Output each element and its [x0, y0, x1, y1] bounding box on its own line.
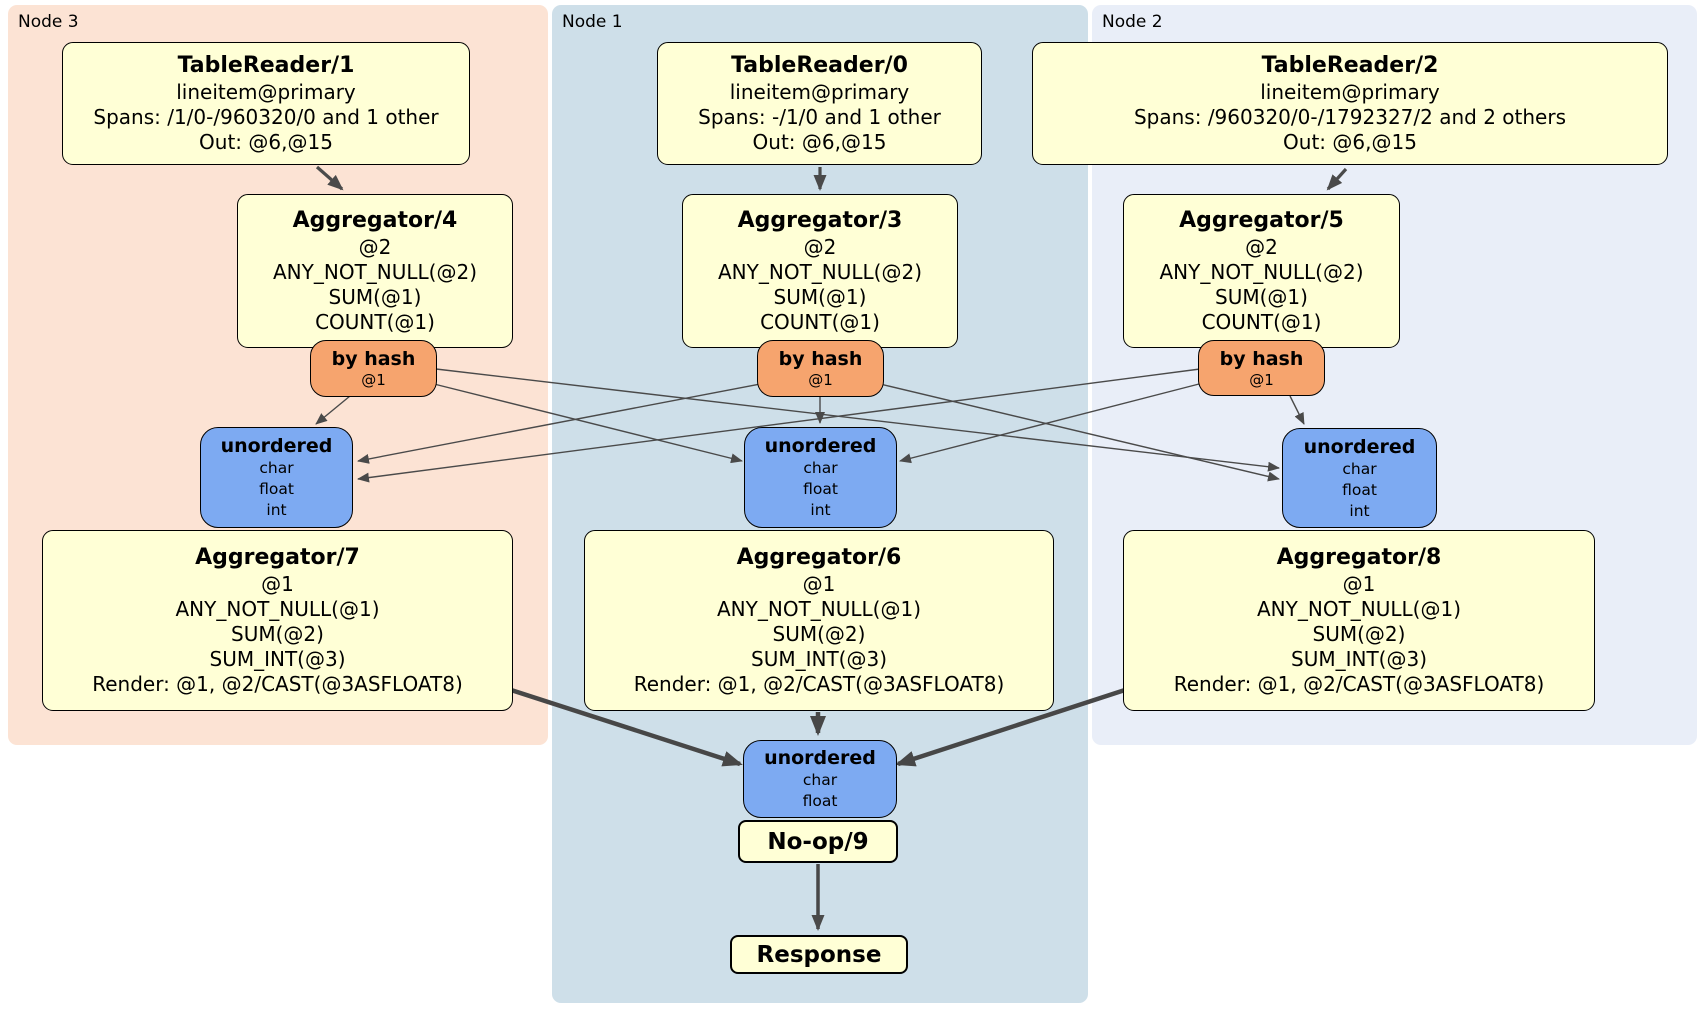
sync-column: char	[259, 459, 294, 477]
processor-noop-9: No-op/9	[738, 820, 898, 863]
processor-title: Aggregator/6	[736, 545, 902, 570]
sync-column: float	[802, 792, 838, 810]
processor-detail: SUM(@2)	[772, 622, 866, 646]
sync-unordered-final: unordered char float	[743, 740, 897, 818]
sync-title: unordered	[220, 435, 333, 457]
processor-aggregator-8: Aggregator/8 @1 ANY_NOT_NULL(@1) SUM(@2)…	[1123, 530, 1595, 711]
processor-detail: ANY_NOT_NULL(@1)	[717, 597, 921, 621]
processor-detail: Spans: /1/0-/960320/0 and 1 other	[93, 105, 439, 129]
processor-title: TableReader/0	[731, 53, 908, 78]
processor-aggregator-3: Aggregator/3 @2 ANY_NOT_NULL(@2) SUM(@1)…	[682, 194, 958, 348]
sync-column: char	[803, 459, 838, 477]
processor-detail: @1	[1342, 572, 1376, 596]
processor-detail: SUM(@1)	[773, 285, 867, 309]
processor-aggregator-6: Aggregator/6 @1 ANY_NOT_NULL(@1) SUM(@2)…	[584, 530, 1054, 711]
processor-detail: @2	[803, 235, 837, 259]
sync-column: float	[259, 480, 294, 498]
processor-tablereader-0: TableReader/0 lineitem@primary Spans: -/…	[657, 42, 982, 165]
processor-title: Aggregator/5	[1179, 208, 1344, 233]
router-by-hash-node3: by hash @1	[310, 340, 437, 397]
processor-detail: Render: @1, @2/CAST(@3ASFLOAT8)	[1173, 672, 1545, 696]
sync-unordered-node3: unordered char float int	[200, 427, 353, 528]
processor-aggregator-4: Aggregator/4 @2 ANY_NOT_NULL(@2) SUM(@1)…	[237, 194, 513, 348]
sync-title: unordered	[764, 435, 877, 457]
processor-detail: ANY_NOT_NULL(@1)	[175, 597, 380, 621]
router-by-hash-node2: by hash @1	[1198, 340, 1325, 396]
sync-unordered-node2: unordered char float int	[1282, 428, 1437, 528]
sync-unordered-node1: unordered char float int	[744, 427, 897, 528]
processor-detail: Spans: -/1/0 and 1 other	[698, 105, 941, 129]
router-title: by hash	[331, 348, 416, 370]
processor-detail: SUM(@2)	[1312, 622, 1406, 646]
processor-detail: @2	[358, 235, 392, 259]
processor-title: Aggregator/7	[195, 545, 360, 570]
node-region-label: Node 2	[1102, 12, 1163, 32]
processor-detail: SUM_INT(@3)	[751, 647, 887, 671]
processor-detail: Spans: /960320/0-/1792327/2 and 2 others	[1133, 105, 1566, 129]
processor-detail: lineitem@primary	[1260, 80, 1440, 104]
processor-detail: @1	[802, 572, 836, 596]
processor-detail: COUNT(@1)	[760, 310, 880, 334]
processor-detail: SUM_INT(@3)	[1291, 647, 1427, 671]
processor-detail: Render: @1, @2/CAST(@3ASFLOAT8)	[92, 672, 463, 696]
sync-title: unordered	[1303, 435, 1416, 458]
processor-detail: @2	[1245, 235, 1278, 259]
processor-title: Aggregator/4	[292, 208, 458, 233]
processor-tablereader-1: TableReader/1 lineitem@primary Spans: /1…	[62, 42, 470, 165]
processor-detail: Out: @6,@15	[199, 130, 333, 154]
router-detail: @1	[808, 371, 833, 389]
processor-detail: lineitem@primary	[176, 80, 356, 104]
sync-column: float	[803, 480, 838, 498]
node-region-label: Node 1	[562, 12, 623, 32]
response-box: Response	[730, 935, 908, 974]
router-by-hash-node1: by hash @1	[757, 340, 884, 397]
processor-title: TableReader/2	[1261, 53, 1439, 78]
processor-detail: SUM_INT(@3)	[209, 647, 346, 671]
sync-column: char	[802, 771, 838, 789]
processor-detail: COUNT(@1)	[315, 310, 435, 334]
processor-detail: lineitem@primary	[729, 80, 910, 104]
processor-detail: SUM(@2)	[231, 622, 324, 646]
processor-title: TableReader/1	[177, 53, 355, 78]
processor-detail: @1	[261, 572, 294, 596]
processor-detail: COUNT(@1)	[1201, 310, 1322, 334]
processor-detail: Out: @6,@15	[1283, 130, 1417, 154]
router-detail: @1	[1249, 370, 1274, 389]
response-title: Response	[756, 941, 882, 968]
sync-column: int	[266, 501, 287, 519]
processor-tablereader-2: TableReader/2 lineitem@primary Spans: /9…	[1032, 42, 1668, 165]
node-region-label: Node 3	[18, 12, 79, 32]
processor-detail: ANY_NOT_NULL(@2)	[1159, 260, 1364, 284]
sync-title: unordered	[764, 747, 876, 769]
processor-detail: ANY_NOT_NULL(@2)	[718, 260, 922, 284]
processor-title: Aggregator/8	[1276, 545, 1442, 570]
sync-column: int	[810, 501, 831, 519]
router-title: by hash	[1219, 347, 1304, 370]
processor-detail: SUM(@1)	[1215, 285, 1308, 309]
processor-detail: SUM(@1)	[328, 285, 422, 309]
processor-detail: ANY_NOT_NULL(@1)	[1257, 597, 1461, 621]
sync-column: int	[1349, 501, 1370, 520]
processor-aggregator-7: Aggregator/7 @1 ANY_NOT_NULL(@1) SUM(@2)…	[42, 530, 513, 711]
processor-title: Aggregator/3	[737, 208, 903, 233]
processor-aggregator-5: Aggregator/5 @2 ANY_NOT_NULL(@2) SUM(@1)…	[1123, 194, 1400, 348]
processor-detail: Out: @6,@15	[752, 130, 887, 154]
processor-detail: ANY_NOT_NULL(@2)	[273, 260, 477, 284]
sync-column: float	[1342, 480, 1377, 499]
processor-detail: Render: @1, @2/CAST(@3ASFLOAT8)	[633, 672, 1005, 696]
router-title: by hash	[778, 348, 863, 370]
sync-column: char	[1342, 459, 1377, 478]
router-detail: @1	[361, 371, 386, 389]
processor-title: No-op/9	[767, 828, 869, 855]
